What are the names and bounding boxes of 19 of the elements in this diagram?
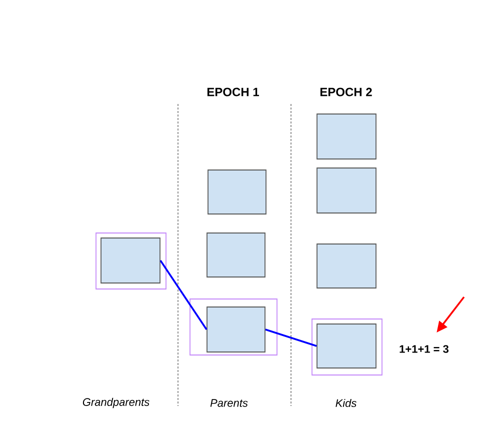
box-node <box>316 114 376 160</box>
column-label: Grandparents <box>82 398 150 408</box>
box-node <box>100 238 160 284</box>
column-label: Kids <box>336 398 356 408</box>
column-header: EPOCH 1 <box>207 88 259 96</box>
box-node <box>206 306 266 352</box>
equation-text: 1+1+1 = 3 <box>400 345 449 353</box>
connector-line <box>160 260 208 330</box>
highlight-frame <box>312 318 382 376</box>
box-node <box>206 232 266 278</box>
column-header: EPOCH 2 <box>320 88 372 96</box>
box-node <box>316 324 376 368</box>
box-node <box>316 168 376 214</box>
box-node <box>208 170 266 214</box>
column-label: Parents <box>210 399 248 407</box>
connector-line <box>265 328 317 347</box>
box-node <box>316 244 376 288</box>
highlight-frame <box>190 298 278 356</box>
highlight-frame <box>96 232 166 290</box>
